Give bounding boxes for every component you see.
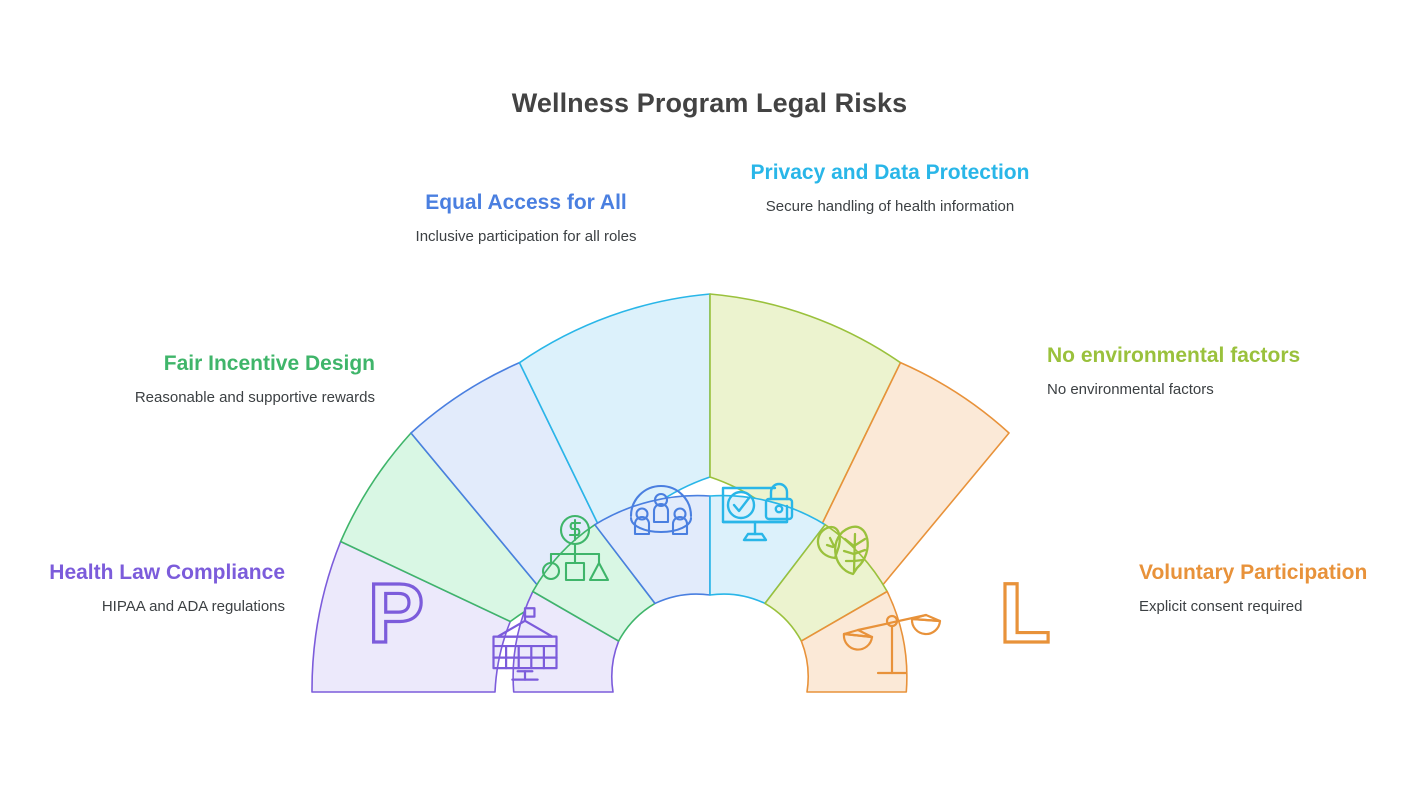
callout-desc-health-law: HIPAA and ADA regulations xyxy=(101,598,285,615)
monitor-lock-icon xyxy=(721,482,794,542)
people-group-icon xyxy=(629,485,693,536)
letter-p: P xyxy=(368,566,424,660)
callout-title-privacy: Privacy and Data Protection xyxy=(750,161,1030,184)
outer-ring: P E S T E xyxy=(311,293,1052,693)
outer-segment-p[interactable]: P xyxy=(311,540,512,693)
money-hierarchy-icon xyxy=(541,514,610,582)
callout-health-law[interactable]: Health Law Compliance HIPAA and ADA regu… xyxy=(20,558,285,618)
letter-l: L xyxy=(999,566,1050,660)
callout-fair-incentive[interactable]: Fair Incentive Design Reasonable and sup… xyxy=(105,349,375,409)
callout-title-no-environmental: No environmental factors xyxy=(1047,344,1301,367)
scales-of-justice-icon xyxy=(842,613,942,675)
leaves-icon xyxy=(816,525,869,576)
callout-title-health-law: Health Law Compliance xyxy=(49,561,285,584)
callout-voluntary[interactable]: Voluntary Participation Explicit consent… xyxy=(1139,558,1419,618)
callout-desc-privacy: Secure handling of health information xyxy=(765,198,1015,215)
callout-desc-voluntary: Explicit consent required xyxy=(1139,598,1303,615)
outer-segment-l[interactable]: L xyxy=(809,361,1052,662)
callout-privacy[interactable]: Privacy and Data Protection Secure handl… xyxy=(745,158,1035,218)
callout-title-fair-incentive: Fair Incentive Design xyxy=(163,352,375,375)
page-title: Wellness Program Legal Risks xyxy=(511,88,908,118)
government-building-icon xyxy=(492,607,558,681)
callout-desc-fair-incentive: Reasonable and supportive rewards xyxy=(134,389,375,406)
callout-title-equal-access: Equal Access for All xyxy=(425,191,627,214)
callout-desc-equal-access: Inclusive participation for all roles xyxy=(415,228,637,245)
callout-no-environmental[interactable]: No environmental factors No environmenta… xyxy=(1047,341,1337,401)
callout-title-voluntary: Voluntary Participation xyxy=(1139,561,1368,584)
callout-desc-no-environmental: No environmental factors xyxy=(1047,381,1214,398)
callout-equal-access[interactable]: Equal Access for All Inclusive participa… xyxy=(381,188,671,248)
